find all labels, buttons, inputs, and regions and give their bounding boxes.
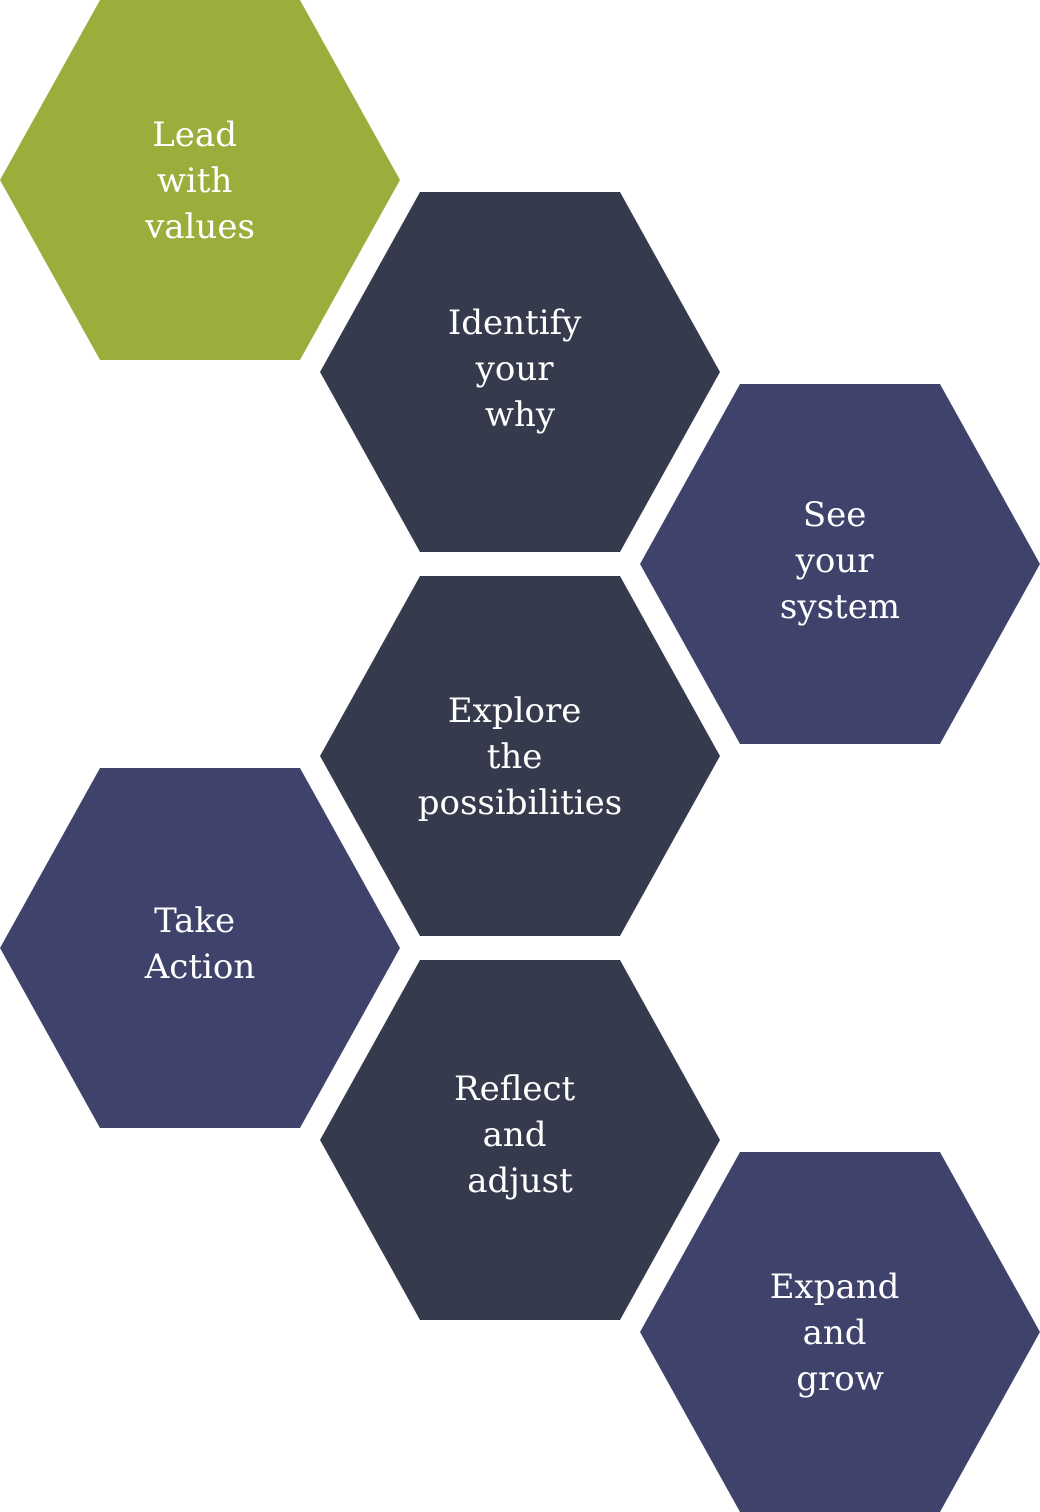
hex-shape	[0, 0, 400, 360]
hex-label: See your system	[780, 495, 900, 627]
hex-label-line: with	[157, 161, 233, 201]
hex-shape	[640, 384, 1040, 744]
hex-label-line: and	[803, 1313, 867, 1353]
hex-reflect-and-adjust: Reflect and adjust	[320, 960, 720, 1320]
hex-label-line: possibilities	[418, 783, 623, 823]
hex-label-line: Identify	[448, 303, 582, 343]
hex-label-line: and	[483, 1115, 547, 1155]
hex-label-line: why	[485, 395, 556, 435]
hex-label-line: the	[487, 737, 543, 777]
hex-shape	[320, 576, 720, 936]
hex-take-action: Take Action	[0, 768, 400, 1128]
hex-label: Take Action	[144, 901, 256, 987]
hex-identify-your-why: Identify your why	[320, 192, 720, 552]
hex-shape	[640, 1152, 1040, 1512]
hex-label-line: Reflect	[454, 1069, 576, 1109]
hex-label: Expand and grow	[770, 1267, 911, 1399]
hex-label: Reflect and adjust	[454, 1069, 586, 1201]
hex-label: Explore the possibilities	[418, 691, 623, 823]
hex-shape	[320, 960, 720, 1320]
hex-shape	[320, 192, 720, 552]
hex-explore-the-possibilities: Explore the possibilities	[320, 576, 720, 936]
hex-shape	[0, 768, 400, 1128]
hex-label-line: system	[780, 587, 900, 627]
hex-label-line: adjust	[467, 1161, 573, 1201]
hex-label-line: Action	[144, 947, 256, 987]
hex-label-line: your	[475, 349, 555, 389]
hex-label-line: Explore	[448, 691, 581, 731]
hex-label-line: grow	[796, 1359, 884, 1399]
hex-lead-with-values: Lead with values	[0, 0, 400, 360]
hex-label: Lead with values	[144, 115, 255, 247]
hex-expand-and-grow: Expand and grow	[640, 1152, 1040, 1512]
hex-label-line: your	[795, 541, 875, 581]
hex-see-your-system: See your system	[640, 384, 1040, 744]
hex-label-line: Lead	[152, 115, 237, 155]
hex-label-line: Take	[154, 901, 235, 941]
hex-label-line: See	[803, 495, 867, 535]
hex-label: Identify your why	[448, 303, 592, 435]
hex-label-line: values	[144, 207, 255, 247]
hex-label-line: Expand	[770, 1267, 900, 1307]
